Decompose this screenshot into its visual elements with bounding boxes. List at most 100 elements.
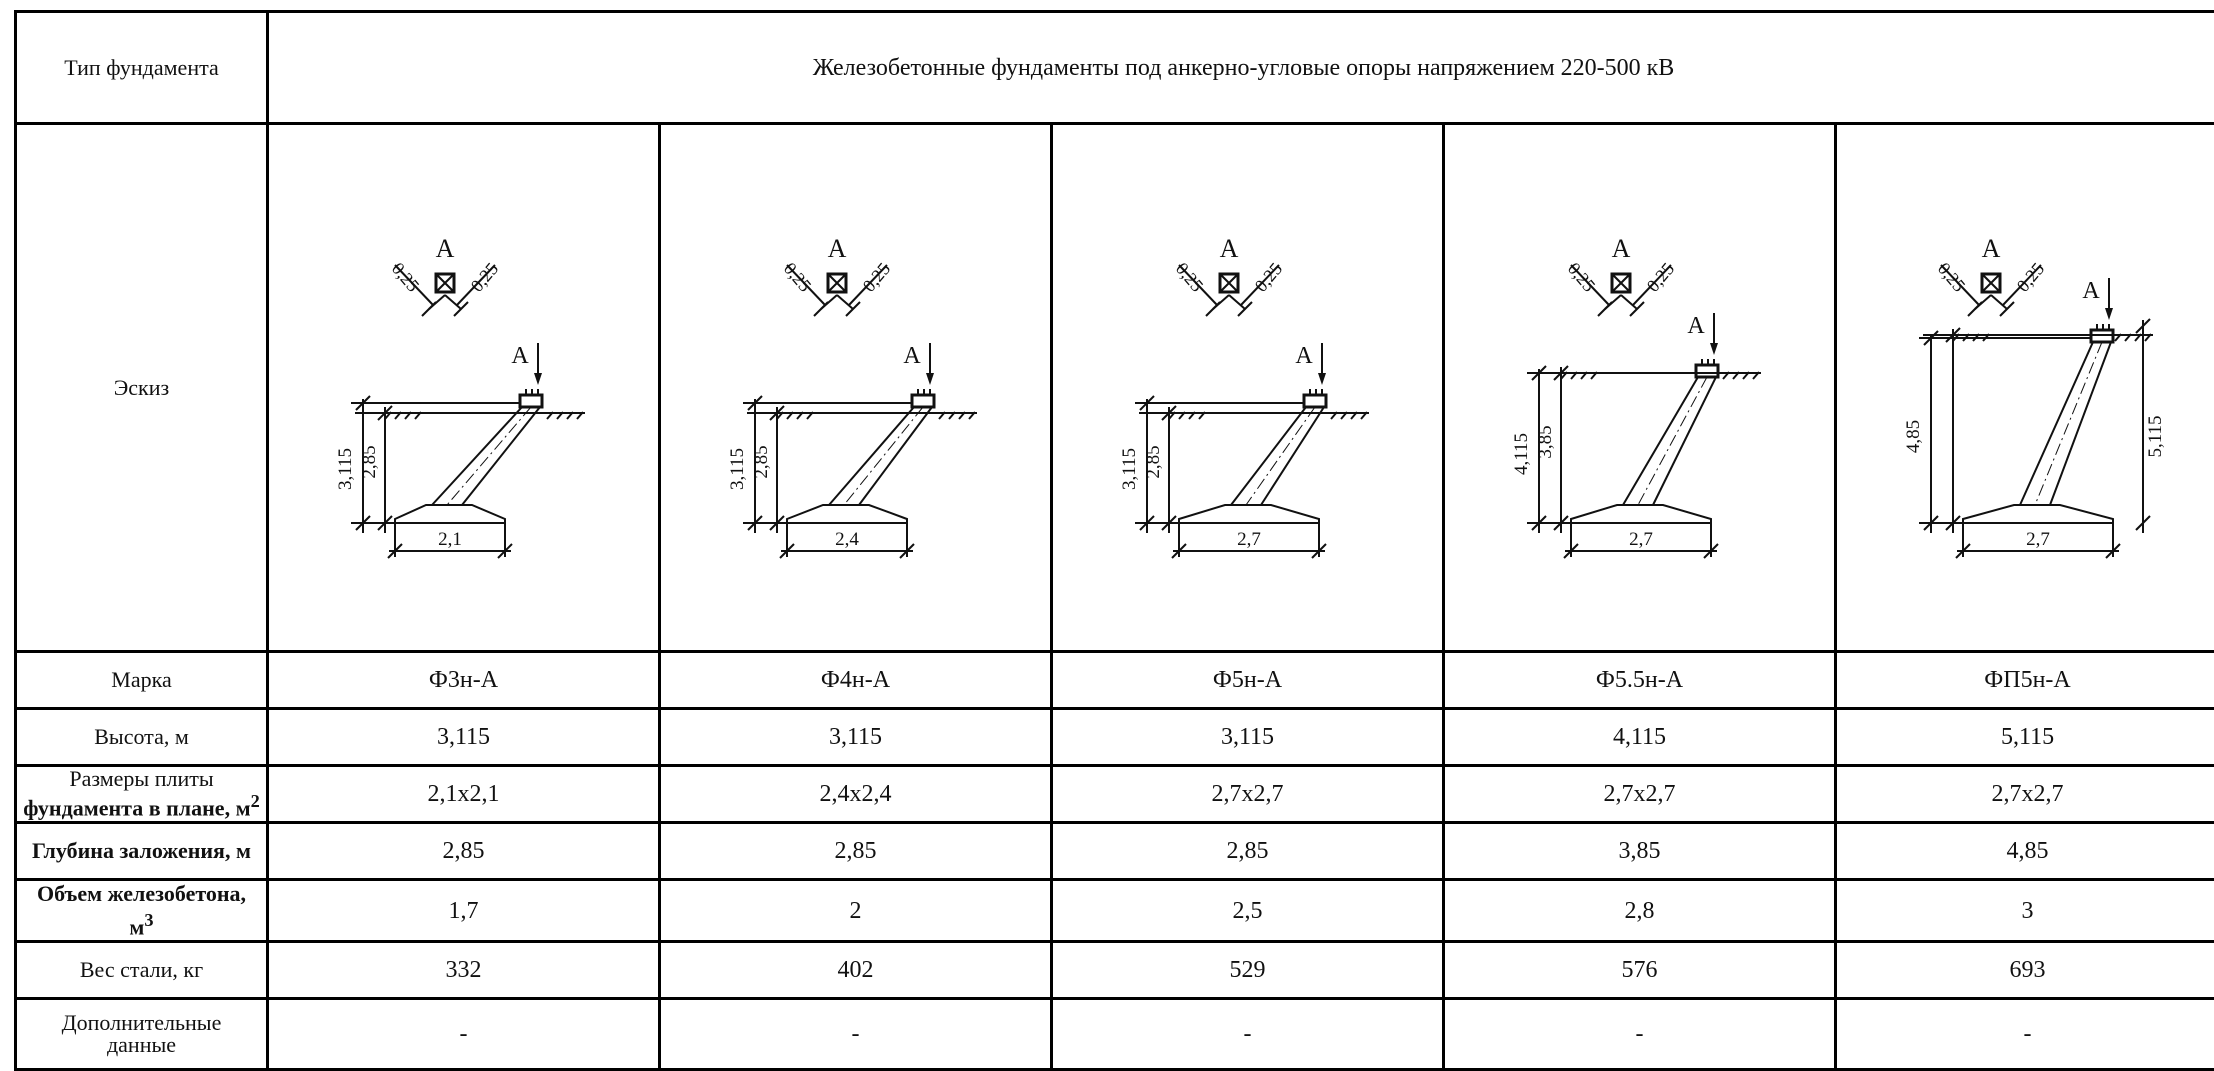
base-plate [787,505,907,523]
steel-cell: 693 [1836,942,2214,999]
extra-cell: - [1052,999,1444,1070]
plate-cell: 2,7x2,7 [1444,766,1836,823]
section-arrow-head [2105,308,2113,320]
column-edge-right [859,407,932,505]
dim-depth-label: 5,115 [2145,415,2166,457]
steel-cell: 332 [268,942,660,999]
volume-label-text: Объем железобетона, м [37,881,246,939]
volume-cell: 3 [1836,880,2214,942]
volume-cell: 2 [660,880,1052,942]
column-axis [1638,377,1707,505]
extra-cell: - [268,999,660,1070]
section-arrow-letter: A [1687,313,1705,339]
plate-cell: 2,4x2,4 [660,766,1052,823]
dim-total-label: 3,115 [1119,448,1140,490]
column-axis [844,407,923,505]
extra-label-line2: данные [107,1032,176,1057]
column-edge-left [1231,407,1306,505]
plate-cell: 2,7x2,7 [1836,766,2214,823]
plate-label-sup: 2 [251,791,260,811]
section-arrow-head [534,373,542,385]
volume-label-sup: 3 [144,910,153,930]
steel-label: Вес стали, кг [16,942,268,999]
plate-label-line1: Размеры плиты [69,766,213,791]
base-plate [1963,505,2113,523]
plan-tick [1598,302,1612,316]
type-label: Тип фундамента [16,12,268,124]
height-cell: 4,115 [1444,709,1836,766]
steel-cell: 576 [1444,942,1836,999]
extra-cell: - [1444,999,1836,1070]
mark-row: Марка Ф3н-А Ф4н-А Ф5н-А Ф5.5н-А ФП5н-А [16,652,2214,709]
plate-cell: 2,7x2,7 [1052,766,1444,823]
plan-section-letter: A [1982,234,2001,263]
depth-row: Глубина заложения, м 2,85 2,85 2,85 3,85… [16,823,2214,880]
plate-label: Размеры плиты фундамента в плане, м2 [16,766,268,823]
height-label: Высота, м [16,709,268,766]
plan-tick [814,302,828,316]
column-edge-left [829,407,914,505]
extra-cell: - [1836,999,2214,1070]
depth-cell: 4,85 [1836,823,2214,880]
mark-cell: ФП5н-А [1836,652,2214,709]
dim-depth-label: 2,85 [359,445,380,478]
column-axis [447,407,531,505]
pile-head [912,395,934,407]
extra-row: Дополнительные данные - - - - - [16,999,2214,1070]
depth-cell: 3,85 [1444,823,1836,880]
dim-base-label: 2,7 [1237,529,1261,550]
mark-label: Марка [16,652,268,709]
volume-cell: 2,5 [1052,880,1444,942]
plate-cell: 2,1x2,1 [268,766,660,823]
height-cell: 3,115 [268,709,660,766]
mark-cell: Ф5н-А [1052,652,1444,709]
height-cell: 3,115 [1052,709,1444,766]
section-arrow-letter: A [511,343,529,369]
steel-cell: 402 [660,942,1052,999]
plan-tick [1206,302,1220,316]
height-row: Высота, м 3,115 3,115 3,115 4,115 5,115 [16,709,2214,766]
section-arrow-head [1710,343,1718,355]
base-plate [1179,505,1319,523]
depth-cell: 2,85 [268,823,660,880]
extra-label: Дополнительные данные [16,999,268,1070]
base-plate [1571,505,1711,523]
mark-cell: Ф5.5н-А [1444,652,1836,709]
dim-base-label: 2,7 [1629,529,1653,550]
volume-row: Объем железобетона, м3 1,7 2 2,5 2,8 3 [16,880,2214,942]
column-edge-left [2020,342,2093,505]
dim-base-label: 2,7 [2026,529,2050,550]
plate-row: Размеры плиты фундамента в плане, м2 2,1… [16,766,2214,823]
table-title: Железобетонные фундаменты под анкерно-уг… [268,12,2214,124]
dim-base-label: 2,4 [835,529,859,550]
dim-total-label: 4,85 [1903,420,1924,453]
steel-cell: 529 [1052,942,1444,999]
plan-tick [1968,302,1982,316]
dim-total-label: 3,115 [335,448,356,490]
foundation-table: Тип фундамента Железобетонные фундаменты… [14,10,2214,1071]
pile-head [520,395,542,407]
depth-cell: 2,85 [660,823,1052,880]
depth-cell: 2,85 [1052,823,1444,880]
dim-base-label: 2,1 [438,529,462,550]
column-axis [2035,342,2102,505]
plan-tick [422,302,436,316]
section-arrow-letter: A [1295,343,1313,369]
height-cell: 5,115 [1836,709,2214,766]
pile-head [1696,365,1718,377]
pile-head [1304,395,1326,407]
depth-label: Глубина заложения, м [16,823,268,880]
dim-depth-label: 3,85 [1535,425,1556,458]
section-arrow-letter: A [903,343,921,369]
plate-label-line2: фундамента в плане, м [23,796,250,821]
column-edge-right [2050,342,2111,505]
column-edge-left [432,407,522,505]
